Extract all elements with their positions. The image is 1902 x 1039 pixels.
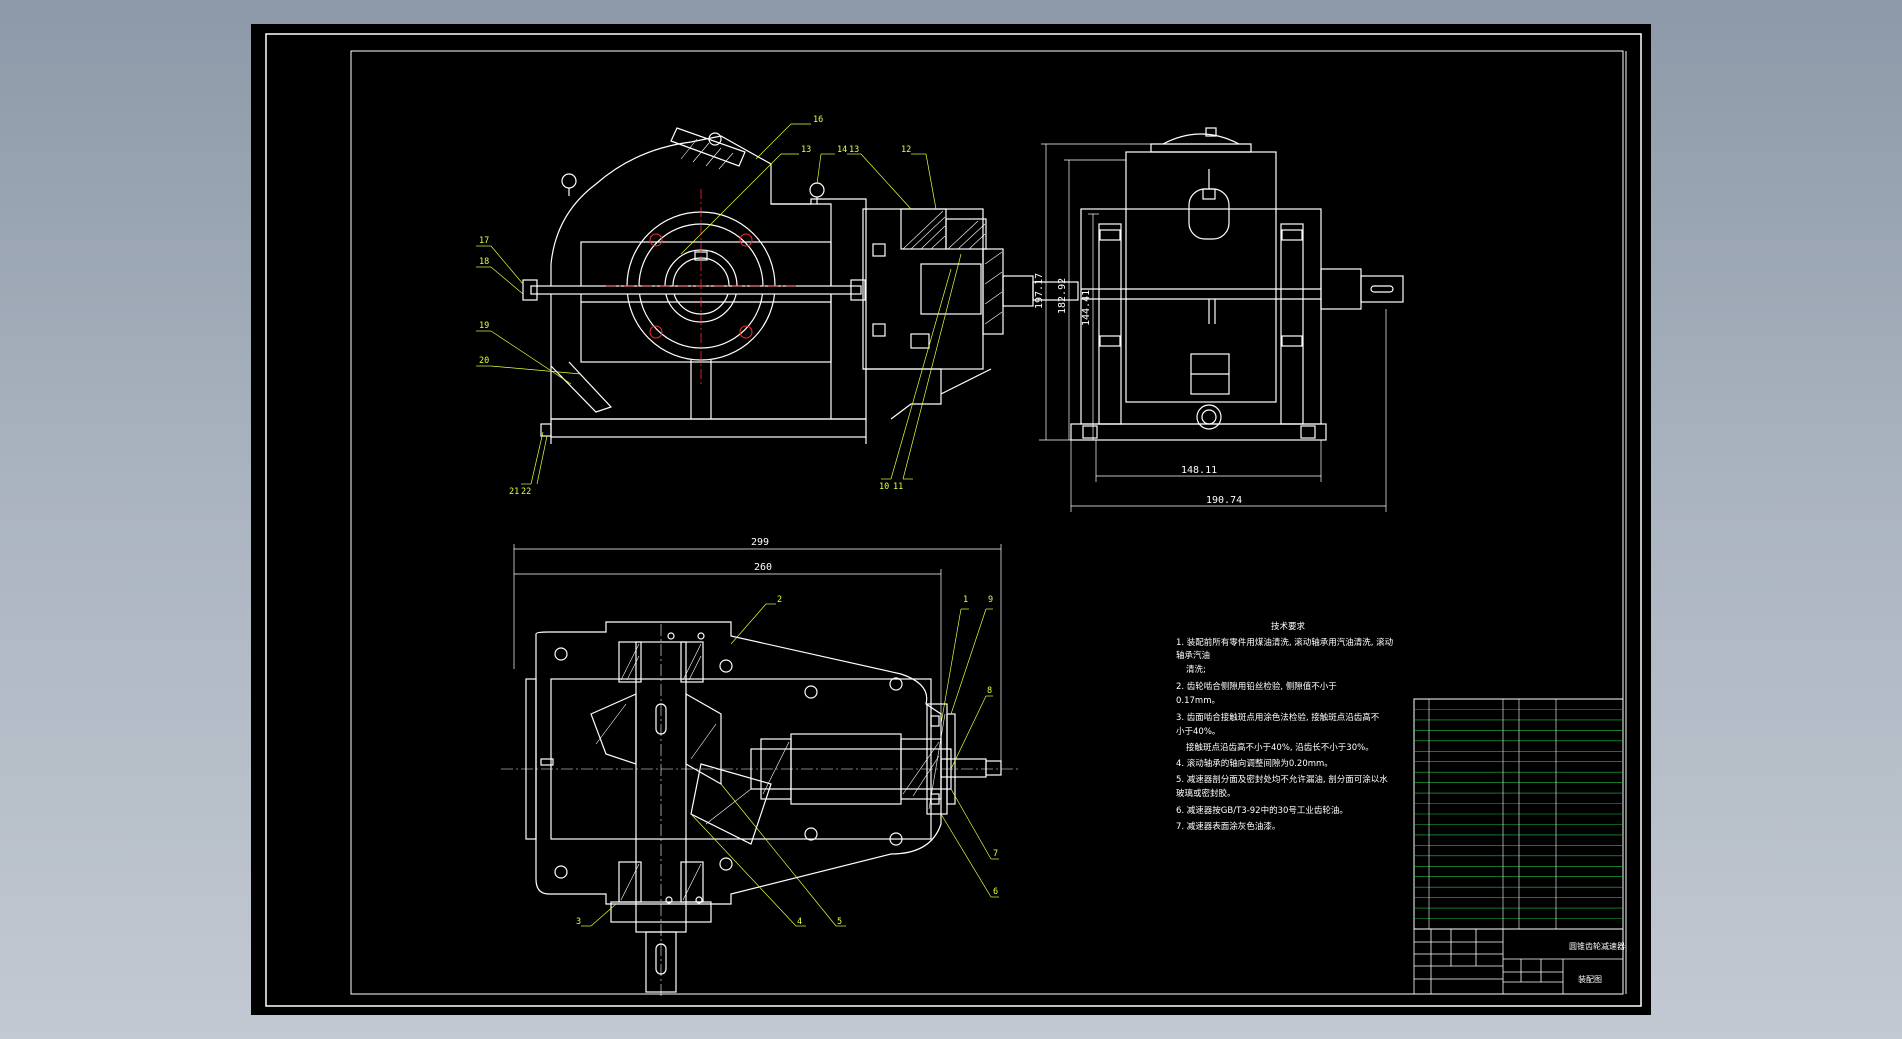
top-hatching [595, 643, 946, 901]
balloon-label: 13 [801, 145, 811, 155]
sheet-border-inner [350, 50, 1624, 995]
balloon-label: 9 [988, 595, 993, 605]
balloon-label: 17 [479, 236, 489, 246]
dim-197-17: 197.17 [1034, 273, 1045, 309]
balloon-label: 5 [837, 917, 842, 927]
tech-req-line: 3. 齿面啮合接触斑点用涂色法检验, 接触斑点沿齿高不 [1176, 712, 1380, 723]
drawing-name: 装配图 [1578, 974, 1602, 984]
sheet-border-outer [265, 33, 1642, 1007]
parts-list [1413, 698, 1624, 930]
balloon-label: 11 [893, 482, 903, 492]
top-balloon-labels: 2 1 9 8 7 6 3 4 5 [576, 595, 998, 927]
top-view [525, 621, 1002, 993]
tech-req-line: 1. 装配前所有零件用煤油清洗, 滚动轴承用汽油清洗, 滚动 [1176, 637, 1394, 648]
tech-req-line: 6. 减速器按GB/T3-92中的30号工业齿轮油。 [1176, 805, 1348, 816]
front-bolt-holes [649, 233, 753, 339]
technical-requirements: 技术要求 1. 装配前所有零件用煤油清洗, 滚动轴承用汽油清洗, 滚动 轴承汽油… [1176, 621, 1394, 832]
tech-req-line: 5. 减速器剖分面及密封处均不允许漏油, 剖分面可涂以水 [1176, 774, 1388, 785]
front-hatching [680, 138, 1003, 325]
top-view-dimension-lines [513, 544, 1002, 769]
dim-299: 299 [751, 537, 769, 548]
balloon-label: 3 [576, 917, 581, 927]
balloon-label: 4 [797, 917, 802, 927]
balloon-label: 19 [479, 321, 489, 331]
tech-req-line: 0.17mm。 [1176, 696, 1220, 706]
dim-148-11: 148.11 [1181, 465, 1217, 476]
balloon-label: 10 [879, 482, 889, 492]
balloon-label: 6 [993, 887, 998, 897]
balloon-label: 12 [901, 145, 911, 155]
front-balloon-labels: 16 13 14 13 12 17 18 19 20 21 22 10 11 [479, 115, 911, 497]
tech-req-line: 小于40%。 [1176, 726, 1220, 737]
front-centerlines [606, 189, 796, 384]
balloon-label: 1 [963, 595, 968, 605]
tech-req-line: 接触斑点沿齿高不小于40%, 沿齿长不小于30%。 [1186, 742, 1374, 753]
balloon-label: 13 [849, 145, 859, 155]
balloon-label: 7 [993, 849, 998, 859]
balloon-label: 22 [521, 487, 531, 497]
cad-viewport[interactable]: 16 13 14 13 12 17 18 19 20 21 22 10 11 [251, 24, 1651, 1015]
title-block-text: 圆锥齿轮减速器 装配图 [1569, 941, 1625, 984]
dim-182-92: 182.92 [1057, 278, 1068, 314]
top-centerlines [501, 624, 1021, 999]
tech-req-line: 玻璃或密封胶。 [1176, 788, 1236, 799]
balloon-label: 14 [837, 145, 847, 155]
tech-req-line: 4. 滚动轴承的轴向调整间隙为0.20mm。 [1176, 758, 1333, 769]
front-leaders [476, 123, 962, 485]
balloon-label: 8 [987, 686, 992, 696]
balloon-label: 16 [813, 115, 823, 125]
tech-req-line: 7. 减速器表面涂灰色油漆。 [1176, 821, 1280, 832]
tech-req-title: 技术要求 [1271, 621, 1306, 632]
side-dimension-lines [1039, 143, 1387, 512]
side-view [1070, 127, 1404, 441]
title-block [1413, 928, 1624, 995]
balloon-label: 18 [479, 257, 489, 267]
balloon-label: 20 [479, 356, 489, 366]
top-leaders [581, 603, 999, 927]
assembly-drawing: 16 13 14 13 12 17 18 19 20 21 22 10 11 [265, 33, 1642, 1007]
dim-260: 260 [754, 562, 772, 573]
tech-req-line: 2. 齿轮啮合侧隙用铅丝检验, 侧隙值不小于 [1176, 681, 1337, 692]
dim-144-41: 144.41 [1081, 290, 1092, 326]
tech-req-line: 清洗; [1186, 664, 1206, 675]
top-view-dimensions: 299 260 [751, 537, 772, 573]
dim-190-74: 190.74 [1206, 495, 1242, 506]
balloon-label: 21 [509, 487, 519, 497]
drawing-title: 圆锥齿轮减速器 [1569, 941, 1625, 951]
balloon-label: 2 [777, 595, 782, 605]
tech-req-line: 轴承汽油 [1176, 650, 1210, 661]
side-dimensions: 197.17 182.92 144.41 148.11 190.74 [1034, 273, 1242, 506]
